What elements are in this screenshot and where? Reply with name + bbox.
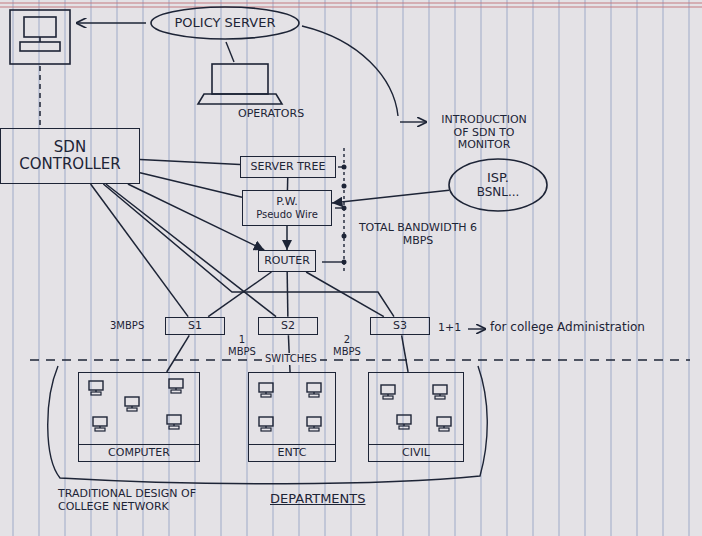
- leader-arrow: [76, 22, 146, 24]
- annotation: for college Administration: [490, 321, 645, 335]
- switch-box: S2: [258, 317, 318, 336]
- server-box: SERVER TREE: [240, 156, 336, 178]
- margin-line: [0, 2, 702, 3]
- pc-icon: [307, 383, 321, 397]
- pseudowire-box: P.W.Pseudo Wire: [242, 190, 332, 226]
- switch-box: S3: [370, 317, 430, 336]
- tap-dots: [342, 165, 347, 265]
- node-text: S2: [281, 320, 295, 333]
- pc-icon: [437, 417, 451, 431]
- annotation: 2 MBPS: [330, 334, 364, 357]
- network-link: [332, 190, 449, 203]
- network-link: [402, 335, 408, 372]
- annotation: OPERATORS: [238, 108, 304, 121]
- monitor: [24, 17, 56, 37]
- tap-dot: [342, 234, 347, 239]
- pc-icon: [259, 383, 273, 397]
- network-link: [286, 226, 288, 250]
- policy-server-icon: [10, 10, 70, 64]
- node-text: S1: [188, 320, 202, 333]
- tap-ticks: [322, 167, 344, 262]
- network-link: [106, 184, 276, 317]
- network-link: [91, 184, 189, 317]
- department-box: ENTC: [248, 372, 336, 462]
- network-link: [140, 173, 242, 197]
- pc-icon: [93, 417, 107, 431]
- network-link: [167, 335, 190, 372]
- pc-icon: [167, 415, 181, 429]
- node-text: S3: [393, 320, 407, 333]
- node-text: P.W.: [276, 196, 298, 209]
- annotation: TOTAL BANDWIDTH 6 MBPS: [356, 222, 480, 247]
- tap-dot: [342, 184, 347, 189]
- computer-icons: [89, 379, 451, 431]
- node-text: COMPUTER: [79, 444, 199, 461]
- network-link: [208, 272, 271, 317]
- pc-icon: [259, 417, 273, 431]
- tap-tick: [338, 166, 344, 167]
- switch-box: S1: [165, 317, 225, 336]
- ellipse-outline: [151, 7, 299, 39]
- node-text: ROUTER: [264, 255, 310, 268]
- annotation: 1 MBPS: [226, 334, 258, 357]
- annotation: 1+1: [438, 322, 461, 335]
- pc-icon: [89, 381, 103, 395]
- network-link: [306, 272, 384, 317]
- node-text: POLICY SERVER: [175, 16, 276, 31]
- operator-laptop: [198, 64, 282, 104]
- node-text: SDN CONTROLLER: [1, 139, 139, 174]
- isp-cloud: ISP.BSNL...: [448, 158, 548, 212]
- annotation: INTRODUCTION OF SDN TO MONITOR: [432, 114, 536, 152]
- node-text: BSNL...: [477, 186, 520, 200]
- icon-frame: [10, 10, 70, 64]
- pc-icon: [125, 397, 139, 411]
- region-outline: [48, 366, 488, 484]
- dashed-divider: [30, 359, 690, 360]
- pc-icon: [397, 415, 411, 429]
- department-box: CIVIL: [368, 372, 464, 462]
- annotation: 3MBPS: [110, 320, 144, 332]
- network-link: [286, 272, 288, 317]
- leader-arrow: [400, 121, 427, 122]
- annotation: TRADITIONAL DESIGN OF COLLEGE NETWORK: [58, 488, 236, 513]
- pc-icon: [169, 379, 183, 393]
- annotation: DEPARTMENTS: [270, 492, 366, 507]
- pc-icon: [307, 417, 321, 431]
- node-text: ENTC: [249, 444, 335, 461]
- pc-icon: [433, 385, 447, 399]
- annotation: SWITCHES: [262, 353, 320, 365]
- node-text: Pseudo Wire: [256, 209, 318, 221]
- margin-line: [0, 6, 702, 7]
- sketch-line: [226, 42, 234, 62]
- network-link: [103, 184, 394, 317]
- laptop-screen: [212, 64, 268, 94]
- dashed-link: [39, 66, 41, 126]
- node-text: ISP.: [487, 171, 509, 186]
- tap-tick: [335, 207, 344, 208]
- pc-icon: [381, 385, 395, 399]
- region-outline: [302, 26, 398, 116]
- department-box: COMPUTER: [78, 372, 200, 462]
- policy-server-label: POLICY SERVER: [150, 6, 300, 40]
- router-box: ROUTER: [258, 250, 316, 272]
- node-text: SERVER TREE: [251, 161, 326, 174]
- tap-tick: [322, 261, 344, 262]
- node-text: CIVIL: [369, 444, 463, 461]
- network-link: [287, 178, 289, 190]
- laptop-base: [198, 94, 282, 104]
- network-link: [140, 160, 240, 165]
- controller-box: SDN CONTROLLER: [0, 128, 140, 184]
- ellipse-outline: [449, 159, 547, 211]
- leader-arrow: [468, 328, 486, 329]
- cpu-base: [20, 42, 60, 51]
